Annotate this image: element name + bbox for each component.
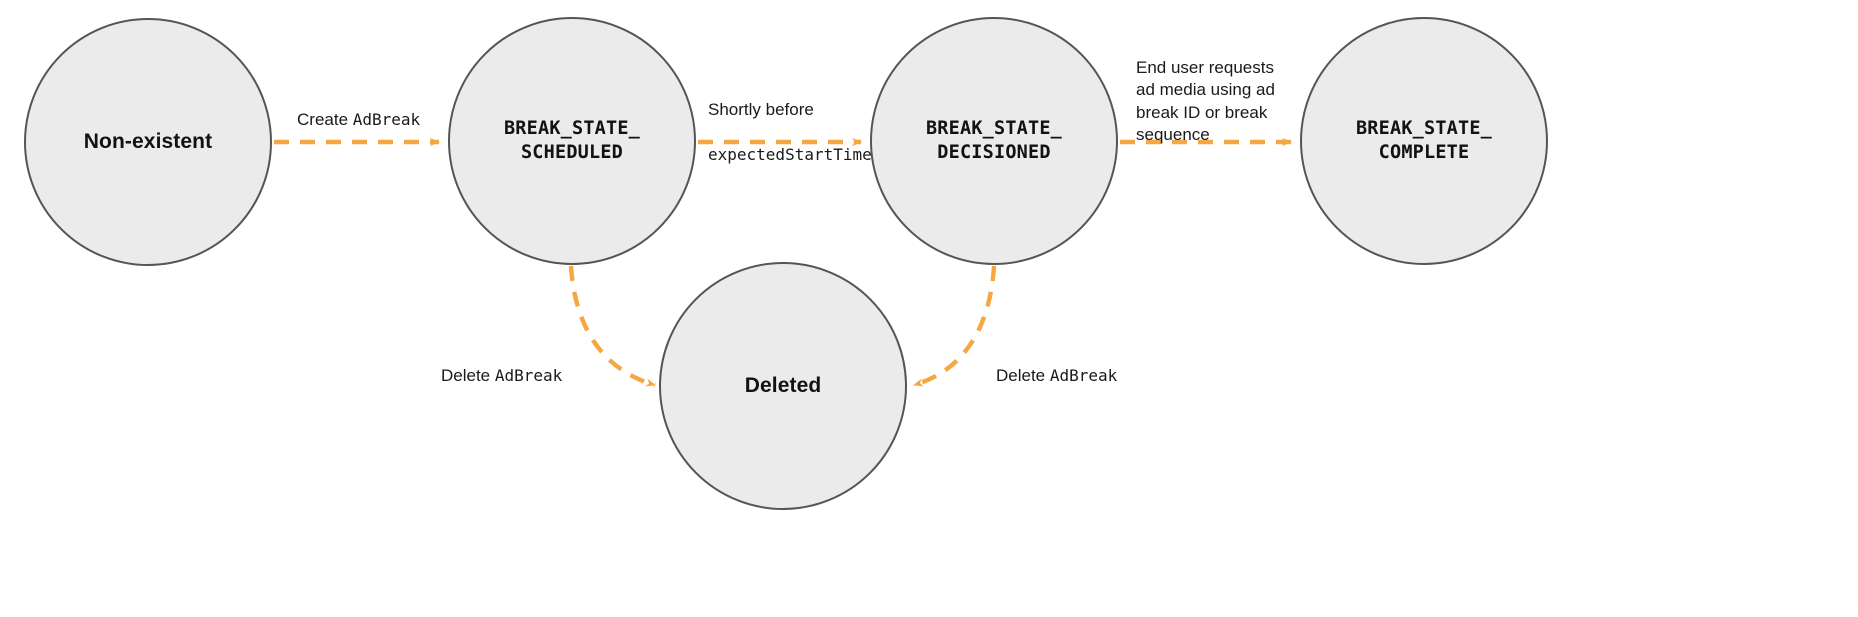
state-node-break-state-complete[interactable]: BREAK_STATE_ COMPLETE — [1300, 17, 1548, 265]
edge-label-text-sans: Create — [297, 109, 353, 129]
edge-label-line-2: expectedStartTime — [708, 144, 872, 164]
edge-delete-from-scheduled — [568, 265, 656, 388]
state-node-label: BREAK_STATE_ SCHEDULED — [503, 118, 641, 163]
edge-label-text-sans: Delete — [441, 365, 495, 385]
edge-label-text-sans: Delete — [996, 365, 1050, 385]
state-node-label: Non-existent — [83, 129, 213, 153]
state-node-label: BREAK_STATE_ DECISIONED — [925, 118, 1063, 163]
edge-label-shortly-before: Shortly before expectedStartTime — [708, 76, 872, 188]
state-node-break-state-decisioned[interactable]: BREAK_STATE_ DECISIONED — [870, 17, 1118, 265]
state-node-break-state-scheduled[interactable]: BREAK_STATE_ SCHEDULED — [448, 17, 696, 265]
edge-label-delete-from-scheduled: Delete AdBreak — [441, 342, 562, 387]
edge-label-line-1: Shortly before — [708, 99, 814, 119]
edge-label-create-adbreak: Create AdBreak — [297, 86, 420, 131]
edge-label-text-mono: AdBreak — [1049, 365, 1118, 385]
edge-label-text-mono: AdBreak — [494, 365, 563, 385]
edge-label-text: End user requests ad media using ad brea… — [1136, 57, 1275, 145]
edge-label-text-mono: AdBreak — [352, 109, 421, 129]
state-node-label: BREAK_STATE_ COMPLETE — [1355, 118, 1493, 163]
state-node-deleted[interactable]: Deleted — [659, 262, 907, 510]
state-node-label: Deleted — [744, 373, 822, 397]
state-node-non-existent[interactable]: Non-existent — [24, 18, 272, 266]
edge-delete-from-decisioned — [913, 265, 997, 388]
edge-label-end-user-requests: End user requests ad media using ad brea… — [1136, 34, 1275, 147]
edge-label-delete-from-decisioned: Delete AdBreak — [996, 342, 1117, 387]
